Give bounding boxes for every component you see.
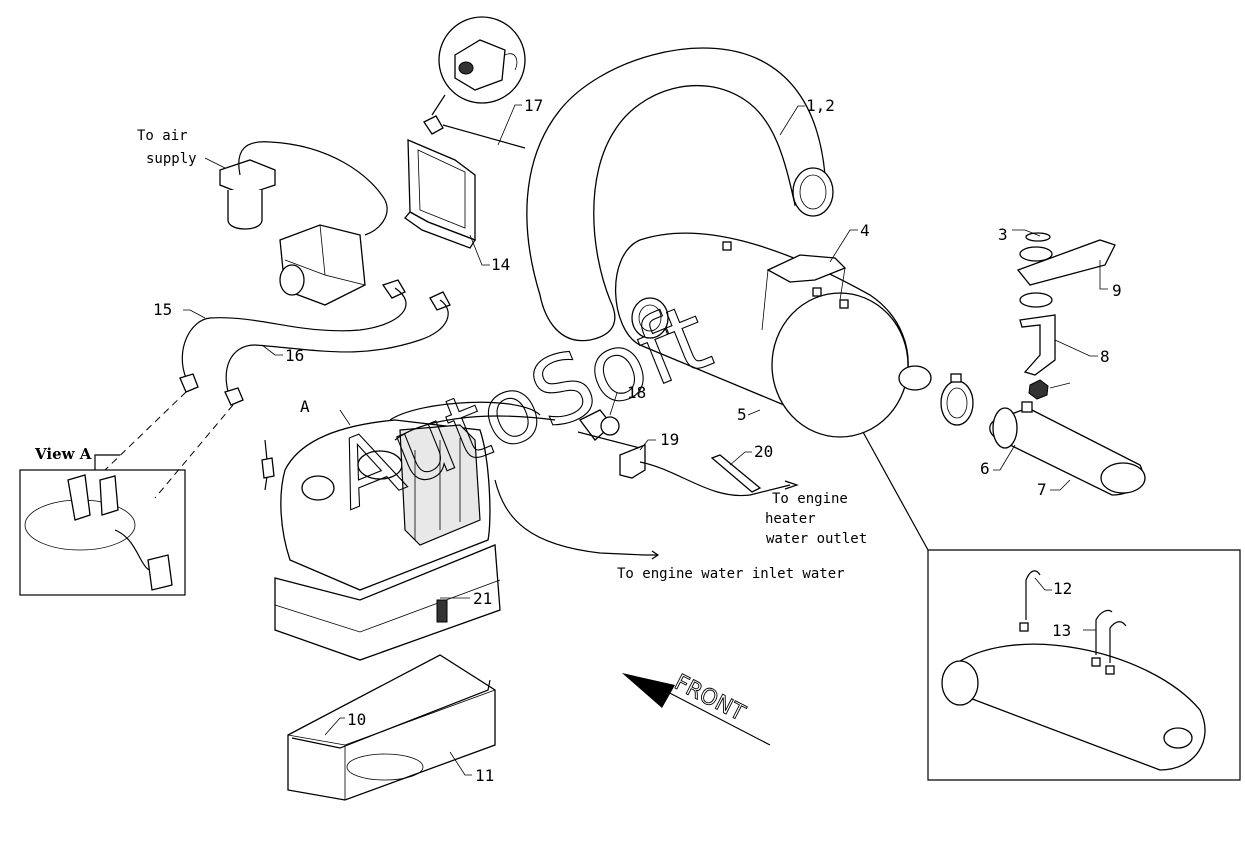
label-20: 20 bbox=[754, 442, 773, 461]
view-a-inset bbox=[19, 454, 186, 596]
muffler bbox=[614, 232, 932, 438]
label-8: 8 bbox=[1100, 347, 1110, 366]
label-16: 16 bbox=[285, 346, 304, 365]
sensor-detail-inset bbox=[862, 431, 1241, 781]
label-18: 18 bbox=[627, 383, 646, 402]
label-10: 10 bbox=[347, 710, 366, 729]
connection-notes: To air supply To engine heater water out… bbox=[137, 128, 867, 582]
note-heater-outlet-3: water outlet bbox=[766, 531, 867, 547]
watermark: AutoSoft bbox=[318, 283, 724, 530]
wiring-harness bbox=[104, 287, 449, 499]
coolant-tank bbox=[261, 401, 556, 661]
leader-lines bbox=[183, 104, 1108, 776]
label-11: 11 bbox=[475, 766, 494, 785]
note-air-supply-1: To air bbox=[137, 128, 188, 144]
mounting-bracket bbox=[404, 139, 476, 249]
fuel-pump-assembly bbox=[219, 141, 451, 311]
note-heater-outlet-2: heater bbox=[765, 511, 816, 527]
label-14: 14 bbox=[491, 255, 510, 274]
label-9: 9 bbox=[1112, 281, 1122, 300]
note-water-inlet: To engine water inlet water bbox=[617, 566, 845, 582]
label-5: 5 bbox=[737, 405, 747, 424]
part-labels: 1,2 3 4 5 6 7 8 9 10 11 12 13 14 15 16 1… bbox=[34, 96, 1122, 785]
label-15: 15 bbox=[153, 300, 172, 319]
callout-a: A bbox=[300, 397, 310, 416]
front-arrow: FRONT bbox=[622, 670, 771, 746]
label-13: 13 bbox=[1052, 621, 1071, 640]
hanger-brackets bbox=[1016, 232, 1116, 400]
exhaust-pipe bbox=[526, 47, 834, 342]
label-3: 3 bbox=[998, 225, 1008, 244]
note-air-supply-2: supply bbox=[146, 151, 197, 167]
note-heater-outlet-1: To engine bbox=[772, 491, 848, 507]
label-1-2: 1,2 bbox=[806, 96, 835, 115]
label-7: 7 bbox=[1037, 480, 1047, 499]
view-a-title: View A bbox=[34, 445, 92, 463]
label-6: 6 bbox=[980, 459, 990, 478]
label-17: 17 bbox=[524, 96, 543, 115]
water-valve-and-hoses bbox=[494, 409, 799, 560]
label-21: 21 bbox=[473, 589, 492, 608]
connector-detail bbox=[423, 16, 526, 149]
label-19: 19 bbox=[660, 430, 679, 449]
tank-tray bbox=[287, 654, 496, 801]
label-12: 12 bbox=[1053, 579, 1072, 598]
label-4: 4 bbox=[860, 221, 870, 240]
clamps-and-tailpipe bbox=[940, 373, 1146, 496]
front-label: FRONT bbox=[670, 670, 749, 727]
